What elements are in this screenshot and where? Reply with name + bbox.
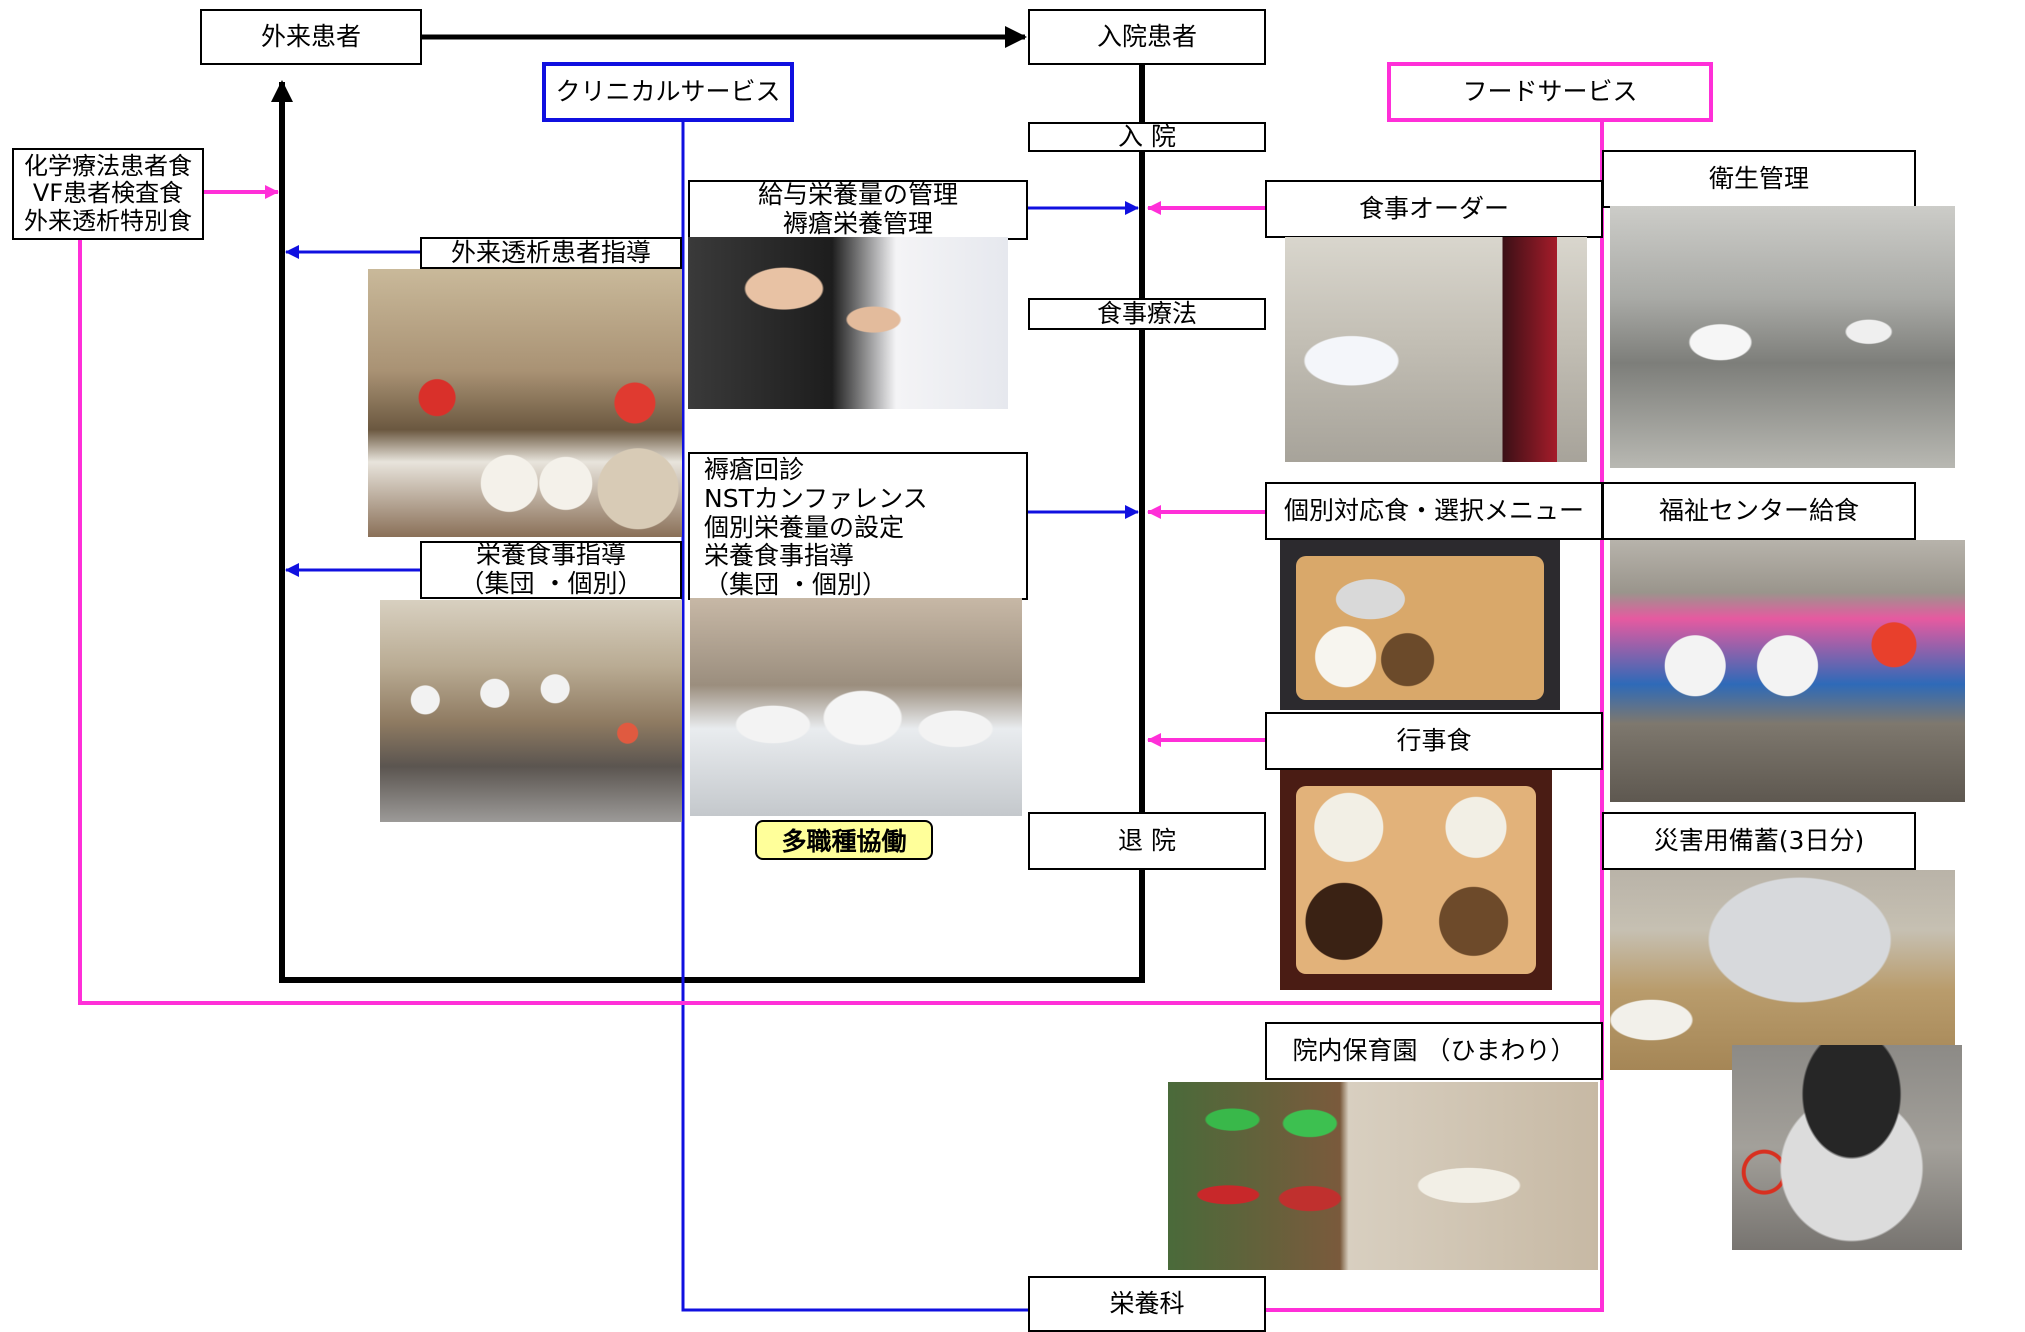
hygiene-label: 衛生管理 [1602, 150, 1916, 208]
photo-emergency-supplies [1610, 870, 1955, 1070]
event-meal-label: 行事食 [1265, 712, 1603, 770]
disaster-stock-label: 災害用備蓄(3日分) [1602, 812, 1916, 870]
photo-hospital-kitchen [1610, 206, 1955, 468]
photo-emergency-cooker [1732, 1045, 1962, 1250]
photo-staff-team [690, 598, 1022, 816]
welfare-center-label: 福祉センター給食 [1602, 482, 1916, 540]
photo-kitchen-group [380, 600, 682, 822]
meal-order-label: 食事オーダー [1265, 180, 1603, 238]
clinical-service-line [681, 122, 1028, 1312]
special-diet-line [78, 240, 1602, 1005]
outpatient-node: 外来患者 [200, 9, 422, 65]
clinical-service-node: クリニカルサービス [542, 62, 794, 122]
admission-node: 入 院 [1028, 122, 1266, 152]
nutrition-dept-node: 栄養科 [1028, 1276, 1266, 1332]
special-diets-box: 化学療法患者食 VF患者検査食 外来透析特別食 [12, 148, 204, 240]
nutrition-guidance-text: 栄養食事指導 （集団 ・個別） [459, 540, 643, 598]
photo-tray-meal [1280, 540, 1560, 710]
inpatient-node: 入院患者 [1028, 9, 1266, 65]
individual-menu-label: 個別対応食・選択メニュー [1265, 482, 1603, 540]
intake-management-text: 給与栄養量の管理 褥瘡栄養管理 [757, 180, 958, 238]
food-service-node: フードサービス [1387, 62, 1713, 122]
intake-management-label: 給与栄養量の管理 褥瘡栄養管理 [688, 180, 1028, 240]
nursery-label: 院内保育園 （ひまわり） [1265, 1022, 1603, 1080]
photo-cooking-class [368, 269, 682, 537]
discharge-node: 退 院 [1028, 812, 1266, 870]
care-cycle-line [271, 63, 1145, 983]
photo-nursery-children [1168, 1082, 1598, 1270]
collaboration-badge: 多職種協働 [755, 820, 933, 860]
rounds-label: 褥瘡回診 NSTカンファレンス 個別栄養量の設定 栄養食事指導 （集団 ・個別） [688, 452, 1028, 600]
dialysis-guidance-label: 外来透析患者指導 [420, 237, 682, 269]
photo-welfare-banner-event [1610, 540, 1965, 802]
rounds-text: 褥瘡回診 NSTカンファレンス 個別栄養量の設定 栄養食事指導 （集団 ・個別） [704, 455, 928, 599]
photo-event-tray [1280, 770, 1552, 990]
photo-arm-measurement [688, 237, 1008, 409]
photo-computer-terminal [1285, 237, 1587, 462]
nutrition-guidance-label: 栄養食事指導 （集団 ・個別） [420, 540, 682, 599]
special-diet-item: 化学療法患者食 [24, 151, 192, 180]
diet-therapy-node: 食事療法 [1028, 298, 1266, 330]
special-diet-item: 外来透析特別食 [24, 206, 192, 235]
special-diet-item: VF患者検査食 [32, 179, 184, 208]
